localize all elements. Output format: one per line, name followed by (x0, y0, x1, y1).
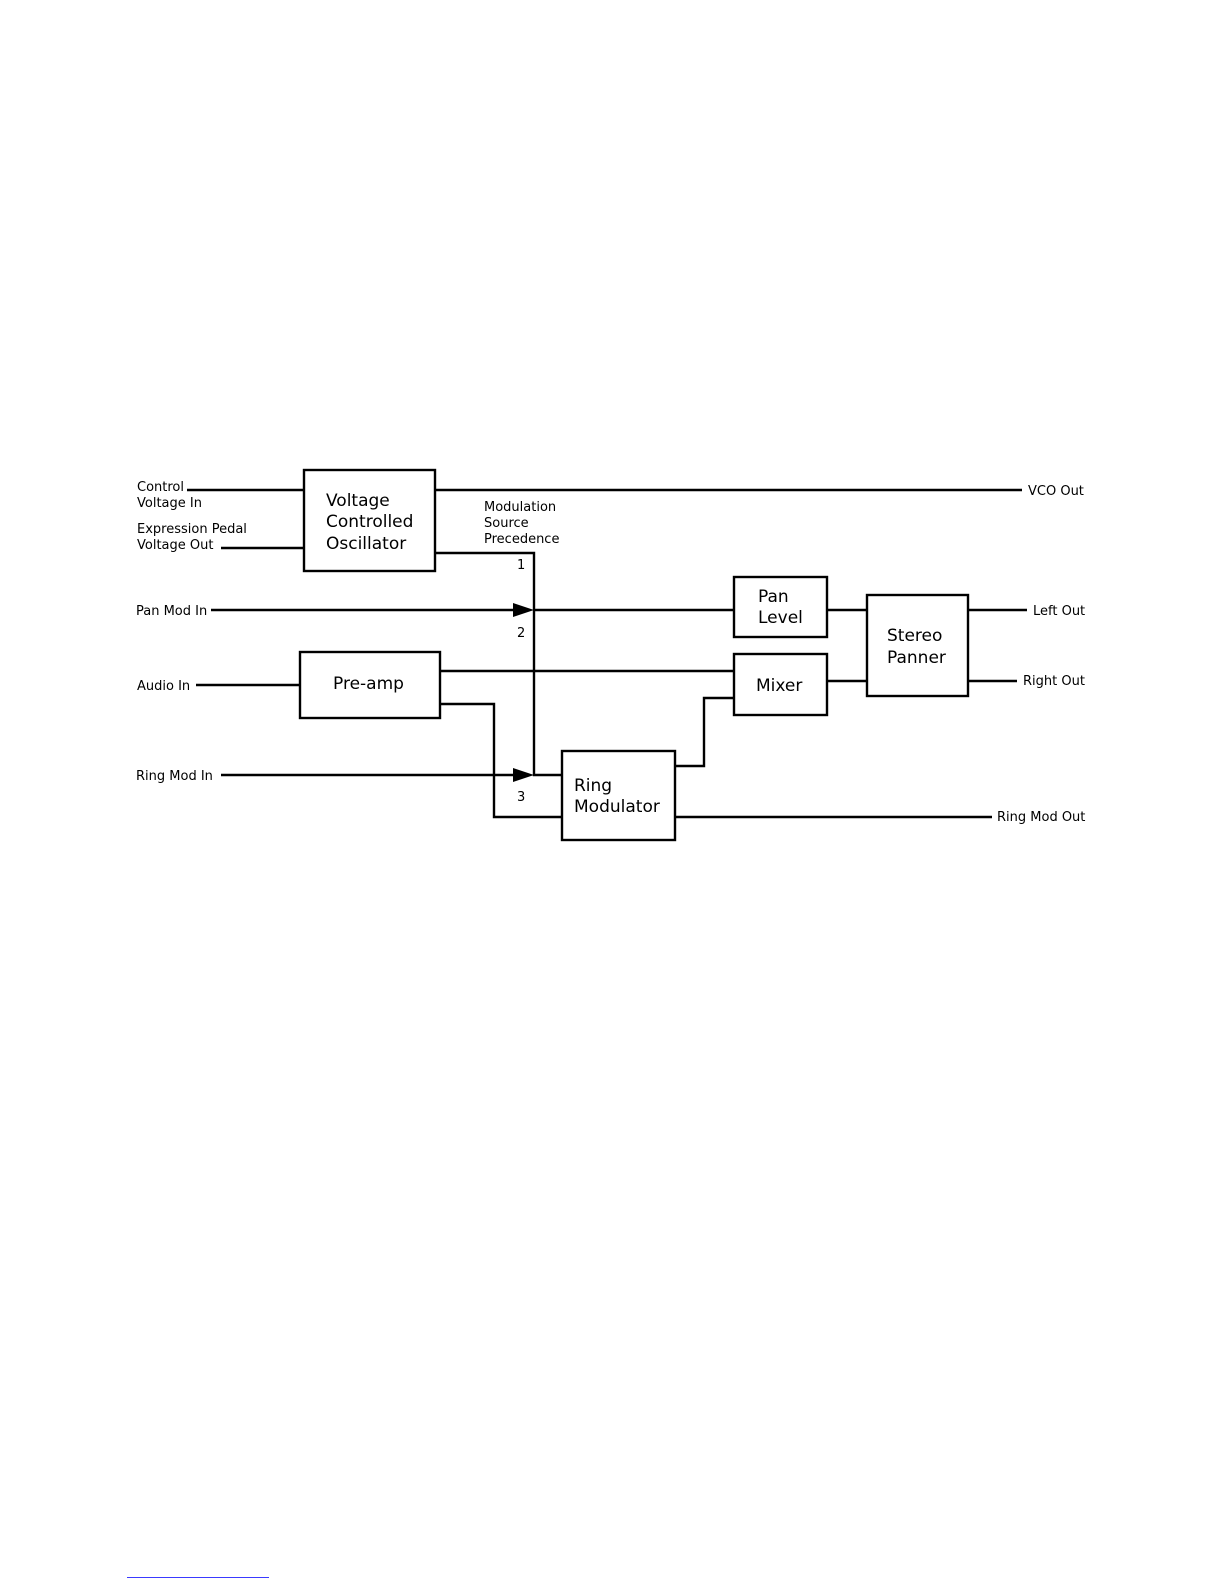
right-out-label: Right Out (1023, 674, 1085, 689)
vco-out-label: VCO Out (1028, 484, 1084, 499)
vco-label-line-2: Controlled (326, 512, 413, 532)
left-out-label: Left Out (1033, 604, 1085, 619)
expression-pedal-label-line-2: Voltage Out (137, 538, 213, 553)
wire-vco-modulation (435, 553, 562, 775)
precedence-number-3: 3 (517, 790, 525, 805)
mixer-block: Mixer (734, 654, 827, 715)
precedence-number-1: 1 (517, 558, 525, 573)
precedence-label-line-1: Modulation (484, 500, 556, 515)
pan-mod-in-label: Pan Mod In (136, 604, 207, 619)
pan-level-label-line-2: Level (758, 608, 803, 628)
arrow-pan-mod-junction (513, 603, 534, 617)
precedence-label-line-3: Precedence (484, 532, 559, 547)
wire-preamp-to-ring-mod (440, 704, 562, 817)
stereo-panner-block: Stereo Panner (867, 595, 968, 696)
control-voltage-in-label-line-1: Control (137, 480, 184, 495)
arrow-ring-mod-junction (513, 768, 534, 782)
pan-level-label-line-1: Pan (758, 587, 789, 607)
expression-pedal-label-line-1: Expression Pedal (137, 522, 247, 537)
ring-mod-out-label: Ring Mod Out (997, 810, 1085, 825)
control-voltage-in-label-line-2: Voltage In (137, 496, 202, 511)
ring-modulator-block: Ring Modulator (562, 751, 675, 840)
footnote-separator (127, 1577, 269, 1578)
ring-mod-in-label: Ring Mod In (136, 769, 213, 784)
precedence-label-line-2: Source (484, 516, 529, 531)
vco-block: Voltage Controlled Oscillator (304, 470, 435, 571)
stereo-panner-label-line-2: Panner (887, 648, 946, 668)
vco-label-line-1: Voltage (326, 491, 390, 511)
stereo-panner-label-line-1: Stereo (887, 626, 942, 646)
preamp-block: Pre-amp (300, 652, 440, 718)
ring-modulator-label-line-1: Ring (574, 776, 612, 796)
wire-ring-mod-to-mixer (675, 698, 734, 766)
vco-label-line-3: Oscillator (326, 534, 406, 554)
preamp-label: Pre-amp (333, 674, 404, 694)
audio-in-label: Audio In (137, 679, 190, 694)
ring-modulator-label-line-2: Modulator (574, 797, 660, 817)
precedence-number-2: 2 (517, 626, 525, 641)
mixer-label: Mixer (756, 676, 802, 696)
pan-level-block: Pan Level (734, 577, 827, 637)
